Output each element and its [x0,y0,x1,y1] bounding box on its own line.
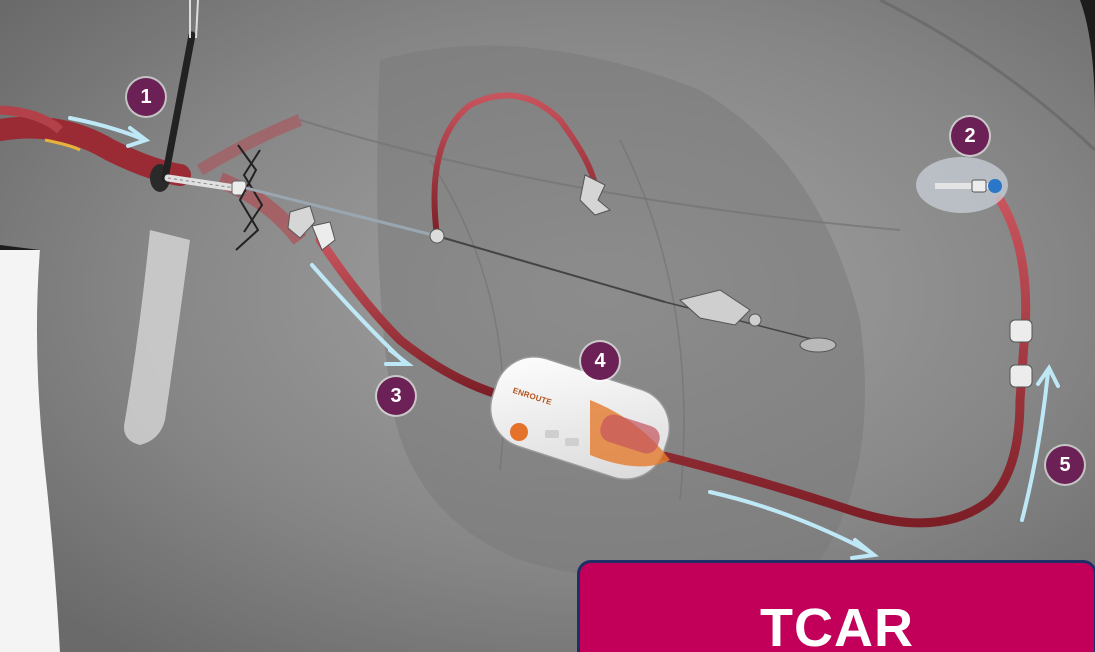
callout-marker-3: 3 [377,377,415,415]
callout-marker-5: 5 [1046,446,1084,484]
venous-sheath-icon [916,157,1008,213]
title-banner: TCAR [577,560,1095,652]
callout-marker-1: 1 [127,78,165,116]
callout-marker-2: 2 [951,117,989,155]
loop-connector [430,229,444,243]
title-text: TCAR [760,601,914,652]
callout-marker-4: 4 [581,342,619,380]
